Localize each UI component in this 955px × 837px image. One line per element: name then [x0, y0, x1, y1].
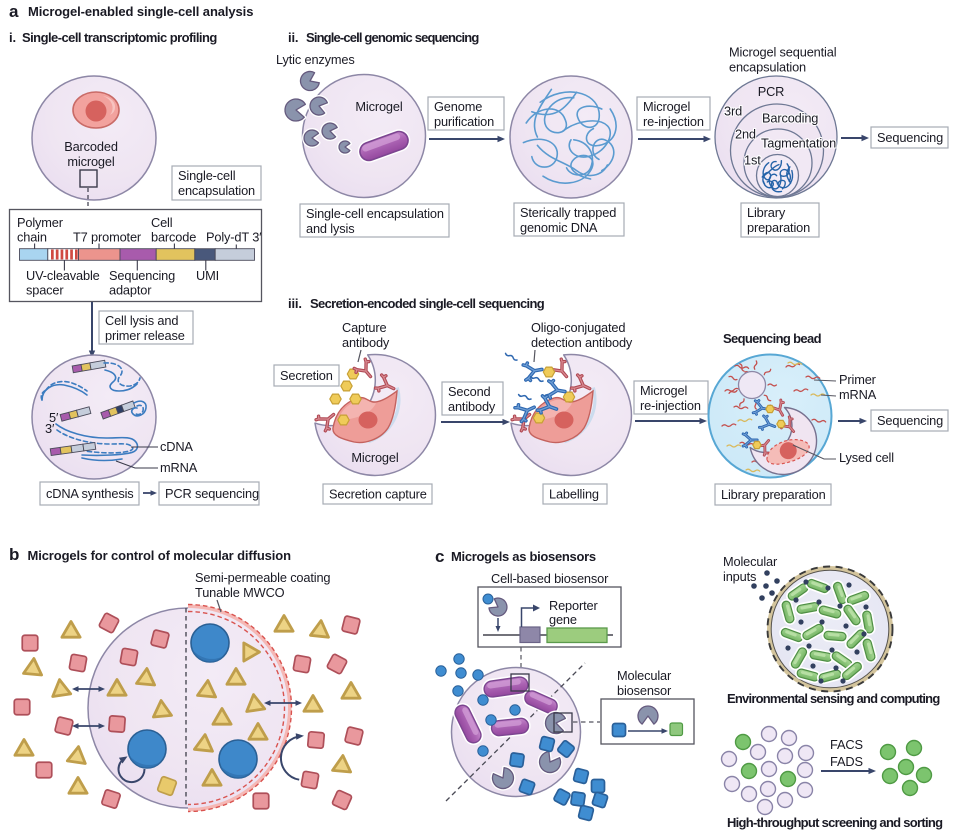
svg-text:Barcoded: Barcoded [64, 139, 118, 154]
svg-text:Second: Second [448, 384, 491, 399]
svg-text:primer release: primer release [105, 328, 185, 343]
svg-text:Molecular: Molecular [617, 668, 672, 683]
svg-text:UMI: UMI [196, 268, 219, 283]
svg-text:Reporter: Reporter [549, 598, 598, 613]
svg-text:re-injection: re-injection [640, 398, 701, 413]
svg-text:Capture: Capture [342, 320, 387, 335]
svg-text:Secretion-encoded single-cell: Secretion-encoded single-cell sequencing [310, 296, 545, 311]
svg-text:T7 promoter: T7 promoter [73, 230, 142, 245]
svg-text:Genome: Genome [434, 99, 482, 114]
svg-text:Sequencing bead: Sequencing bead [723, 331, 822, 346]
svg-text:Sequencing: Sequencing [877, 413, 943, 428]
svg-text:ii.: ii. [288, 30, 298, 45]
svg-text:High-throughput screening and: High-throughput screening and sorting [727, 815, 943, 830]
svg-text:purification: purification [434, 114, 494, 129]
svg-text:PCR: PCR [758, 84, 785, 99]
svg-text:Cell: Cell [151, 215, 172, 230]
svg-text:Sequencing: Sequencing [877, 130, 943, 145]
svg-text:Barcoding: Barcoding [762, 111, 818, 126]
svg-text:FACS: FACS [830, 737, 863, 752]
svg-text:and lysis: and lysis [306, 221, 354, 236]
svg-text:inputs: inputs [723, 569, 756, 584]
svg-text:antibody: antibody [448, 399, 496, 414]
svg-text:c: c [435, 547, 444, 566]
svg-text:a: a [9, 2, 19, 21]
svg-text:5′: 5′ [49, 410, 59, 425]
svg-text:barcode: barcode [151, 230, 196, 245]
svg-text:Tunable MWCO: Tunable MWCO [195, 585, 285, 600]
svg-text:cDNA synthesis: cDNA synthesis [46, 486, 134, 501]
svg-text:iii.: iii. [288, 296, 302, 311]
svg-text:Microgel sequential: Microgel sequential [729, 45, 836, 60]
svg-text:2nd: 2nd [735, 127, 756, 142]
svg-text:Sterically trapped: Sterically trapped [520, 205, 616, 220]
svg-text:encapsulation: encapsulation [729, 60, 806, 75]
svg-text:3rd: 3rd [724, 104, 742, 119]
svg-text:Secretion capture: Secretion capture [329, 487, 427, 502]
svg-text:chain: chain [17, 230, 47, 245]
svg-text:Tagmentation: Tagmentation [761, 136, 836, 151]
svg-text:Library preparation: Library preparation [721, 487, 826, 502]
svg-text:Cell lysis and: Cell lysis and [105, 313, 178, 328]
svg-text:Single-cell encapsulation: Single-cell encapsulation [306, 206, 444, 221]
svg-text:Secretion: Secretion [280, 368, 333, 383]
svg-text:UV-cleavable: UV-cleavable [26, 268, 100, 283]
svg-text:mRNA: mRNA [839, 387, 877, 402]
svg-text:Primer: Primer [839, 372, 877, 387]
svg-text:3′: 3′ [45, 421, 55, 436]
svg-text:Microgels for control of molec: Microgels for control of molecular diffu… [28, 548, 292, 563]
svg-text:1st: 1st [744, 153, 761, 168]
svg-text:i.: i. [9, 30, 16, 45]
svg-text:PCR sequencing: PCR sequencing [165, 486, 259, 501]
svg-text:Microgel: Microgel [640, 383, 687, 398]
svg-text:Microgel: Microgel [643, 99, 690, 114]
svg-text:Oligo-conjugated: Oligo-conjugated [531, 320, 625, 335]
svg-text:re-injection: re-injection [643, 114, 704, 129]
svg-text:Poly-dT 3′: Poly-dT 3′ [206, 230, 262, 245]
svg-text:Molecular: Molecular [723, 554, 778, 569]
svg-text:encapsulation: encapsulation [178, 183, 255, 198]
svg-text:Cell-based biosensor: Cell-based biosensor [491, 571, 609, 586]
svg-text:Single-cell: Single-cell [178, 168, 235, 183]
svg-text:adaptor: adaptor [109, 283, 152, 298]
svg-text:antibody: antibody [342, 335, 390, 350]
svg-text:b: b [9, 545, 19, 564]
svg-text:Polymer: Polymer [17, 215, 64, 230]
svg-text:Microgel: Microgel [351, 450, 398, 465]
svg-text:microgel: microgel [67, 154, 114, 169]
svg-text:spacer: spacer [26, 283, 64, 298]
svg-text:mRNA: mRNA [160, 460, 198, 475]
svg-text:detection antibody: detection antibody [531, 335, 633, 350]
svg-text:Single-cell transcriptomic pro: Single-cell transcriptomic profiling [22, 30, 217, 45]
svg-text:preparation: preparation [747, 220, 810, 235]
svg-text:biosensor: biosensor [617, 683, 672, 698]
svg-text:cDNA: cDNA [160, 439, 193, 454]
svg-text:Lytic enzymes: Lytic enzymes [276, 52, 355, 67]
svg-text:Sequencing: Sequencing [109, 268, 175, 283]
svg-text:Microgels as biosensors: Microgels as biosensors [451, 549, 596, 564]
svg-text:Environmental sensing and comp: Environmental sensing and computing [727, 691, 940, 706]
svg-text:genomic DNA: genomic DNA [520, 220, 598, 235]
svg-text:Labelling: Labelling [549, 487, 599, 502]
svg-text:Lysed cell: Lysed cell [839, 450, 894, 465]
svg-text:Microgel-enabled single-cell a: Microgel-enabled single-cell analysis [28, 4, 253, 19]
svg-text:Single-cell genomic sequencing: Single-cell genomic sequencing [306, 30, 479, 45]
svg-text:Microgel: Microgel [355, 99, 402, 114]
svg-text:Semi-permeable coating: Semi-permeable coating [195, 570, 330, 585]
svg-text:Library: Library [747, 205, 786, 220]
svg-text:gene: gene [549, 612, 577, 627]
svg-text:FADS: FADS [830, 754, 863, 769]
